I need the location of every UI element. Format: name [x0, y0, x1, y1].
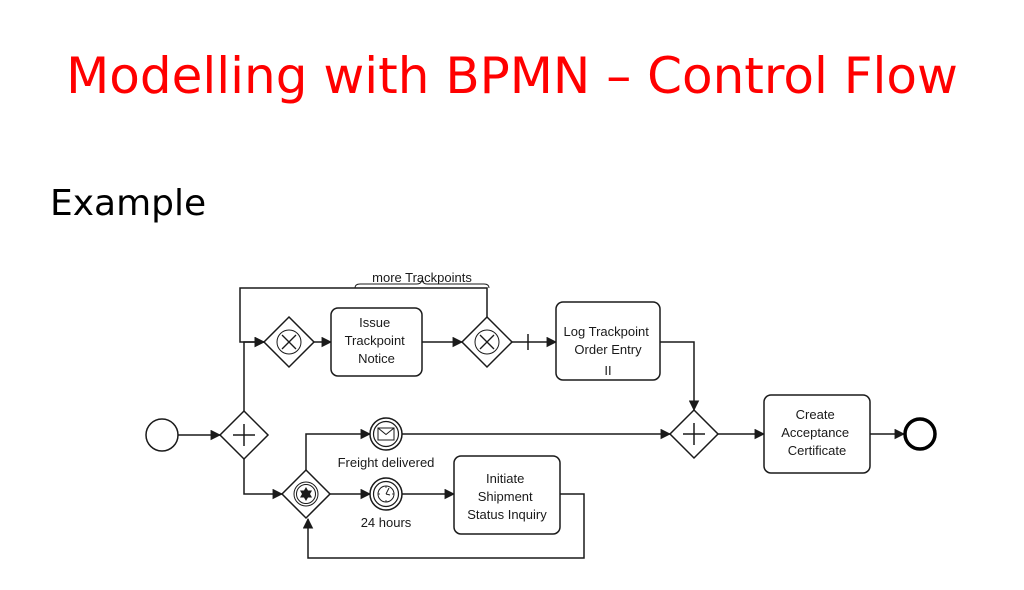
multi-instance-marker-icon: II [604, 363, 611, 378]
task-log-trackpoint-order-entry[interactable]: Log Trackpoint Order Entry II [555, 301, 661, 381]
task-create-acceptance-certificate[interactable]: Create Acceptance Certificate [763, 394, 871, 474]
task-issue-trackpoint-notice[interactable]: Issue Trackpoint Notice [330, 307, 423, 377]
task-issue-line-2: Trackpoint [345, 333, 406, 348]
flow-split-to-xor-merge [243, 336, 266, 411]
end-event-icon [903, 417, 937, 451]
timer-event-icon [369, 477, 403, 511]
event-based-gateway-icon [280, 468, 332, 520]
task-initiate-line-2: Shipment [478, 489, 533, 504]
task-create-line-1: Create [796, 407, 835, 422]
sequence-flows [178, 287, 906, 559]
slide-subtitle: Example [50, 183, 207, 224]
flow-loop-more-trackpoints [239, 287, 488, 348]
exclusive-gateway-split-icon [460, 315, 514, 369]
parallel-gateway-join-icon [668, 408, 720, 460]
parallel-gateway-split-icon [218, 409, 270, 461]
svg-text:Log Trackpoint Order Ent: Log Trackpoint Order Entry [564, 324, 653, 357]
task-initiate-line-3: Status Inquiry [467, 507, 547, 522]
task-log-line-1: Log Trackpoint [564, 324, 650, 339]
task-create-line-3: Certificate [788, 443, 847, 458]
loop-label-brace [354, 279, 490, 289]
task-create-line-2: Acceptance [781, 425, 849, 440]
task-initiate-shipment-status-inquiry[interactable]: Initiate Shipment Status Inquiry [453, 455, 561, 535]
svg-text:Initiate Shipment: Initiate Shipment Status Inquiry [467, 471, 547, 522]
start-event-icon [145, 418, 179, 452]
timer-event-label: 24 hours [361, 515, 412, 530]
slide-title: Modelling with BPMN – Control Flow [66, 47, 958, 105]
message-event-label: Freight delivered [338, 455, 435, 470]
flow-log-to-and-join [660, 341, 700, 412]
svg-text:Create Acceptance: Create Acceptance Certificate [781, 407, 853, 458]
flow-event-gateway-to-message [305, 428, 372, 470]
exclusive-gateway-merge-icon [262, 315, 316, 369]
task-initiate-line-1: Initiate [486, 471, 524, 486]
task-issue-line-1: Issue [359, 315, 390, 330]
task-issue-line-3: Notice [358, 351, 395, 366]
loop-label: more Trackpoints [372, 270, 472, 285]
task-log-line-2: Order Entry [574, 342, 642, 357]
flow-initiate-loop-back [302, 493, 585, 559]
message-event-icon [369, 417, 403, 451]
flow-split-to-event-gateway [243, 459, 284, 500]
svg-text:Issue Trackpoint N: Issue Trackpoint Notice [345, 315, 409, 366]
